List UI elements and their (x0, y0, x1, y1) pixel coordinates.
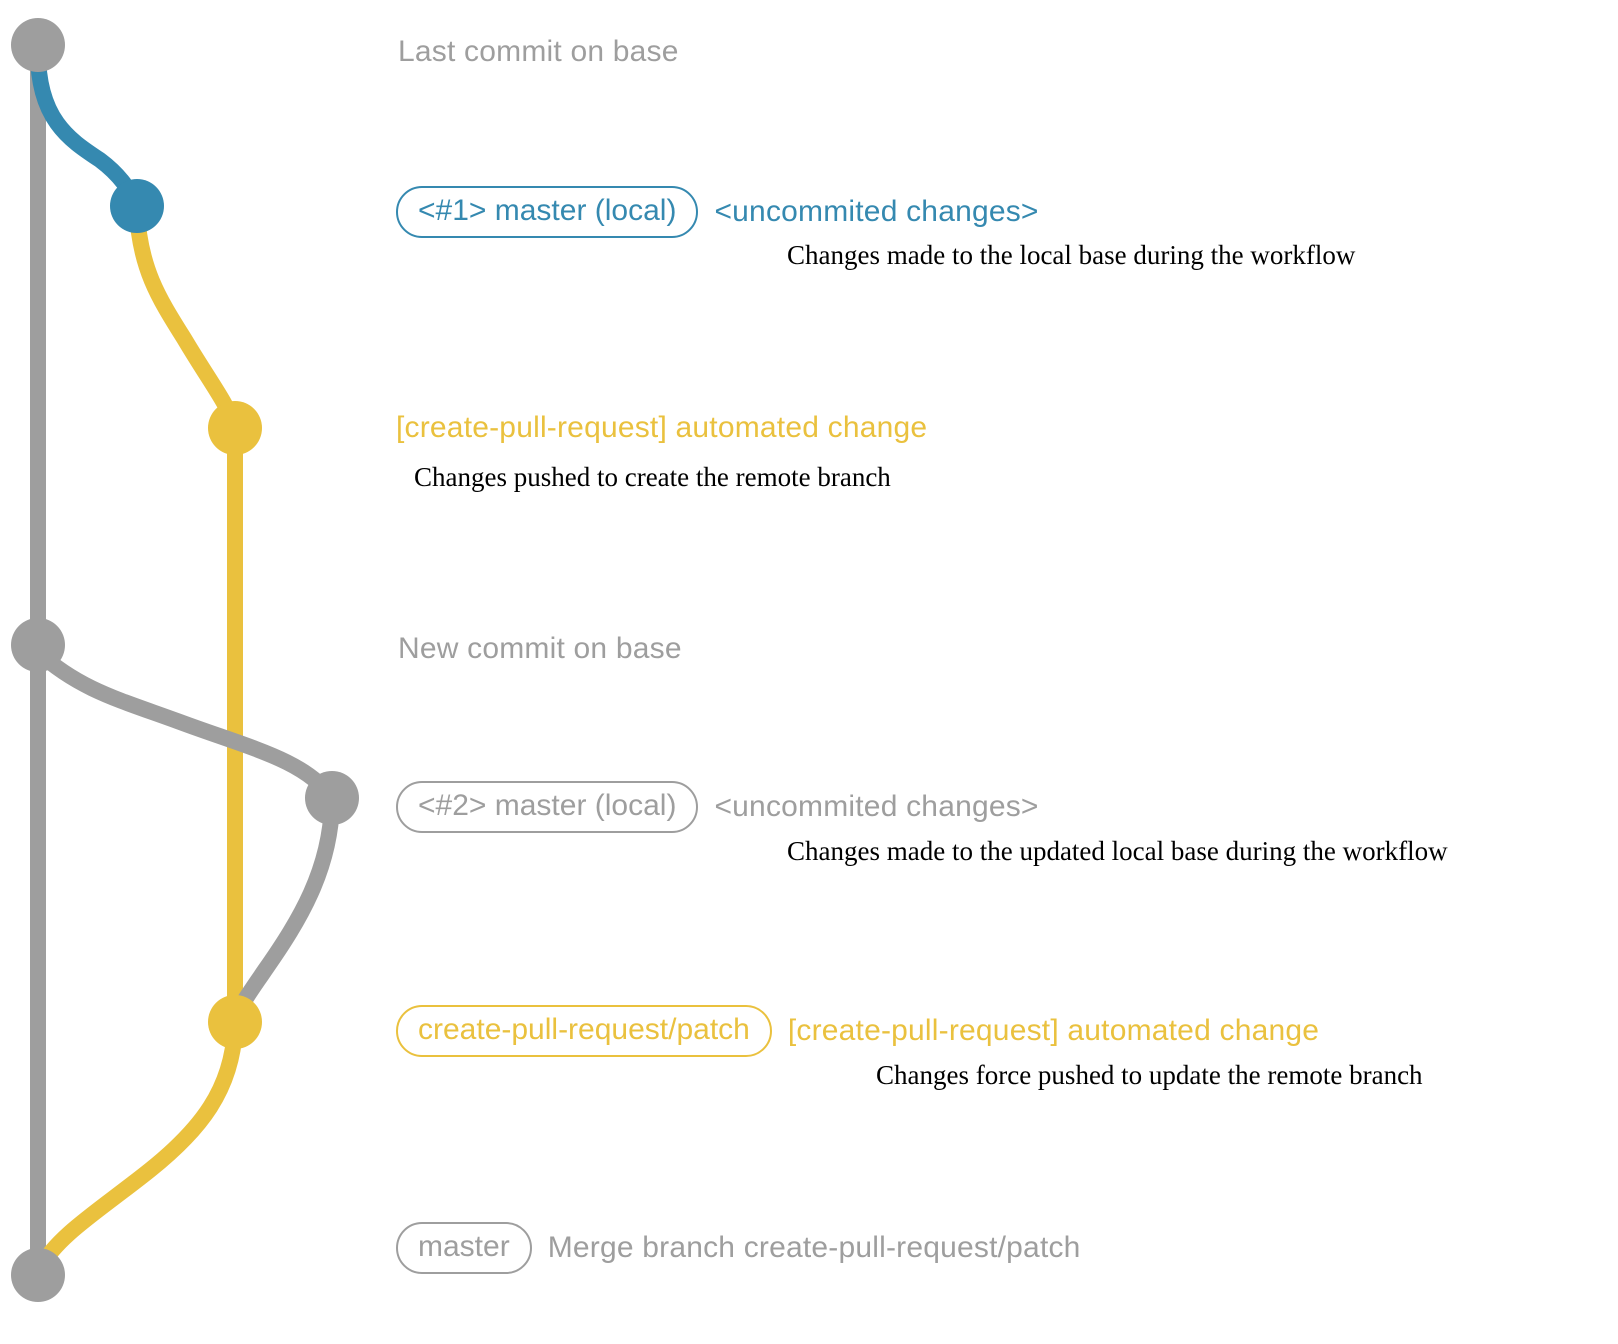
branch-chip-master[interactable]: master (396, 1222, 532, 1274)
row-merge-master: master Merge branch create-pull-request/… (396, 1222, 1081, 1274)
edge-master-local-2-to-automated-2 (227, 796, 340, 1030)
edge-new-commit-to-master-local-2 (30, 644, 340, 806)
row-master-local-2: <#2> master (local) <uncommited changes> (396, 781, 1039, 833)
commit-note-automated-change-1: Changes pushed to create the remote bran… (414, 462, 891, 492)
note-row-automated-change-1: Changes pushed to create the remote bran… (414, 462, 891, 493)
commit-message-automated-change-2: [create-pull-request] automated change (787, 1013, 1320, 1047)
edge-automated-2-to-merge (32, 1020, 243, 1276)
node-last-commit-on-base (11, 18, 65, 72)
edge-master-local-1-to-automated-1 (129, 204, 243, 436)
commit-message-automated-change-1: [create-pull-request] automated change (396, 411, 928, 444)
row-automated-change-1: [create-pull-request] automated change (396, 411, 927, 445)
node-merge-master (11, 1248, 65, 1302)
edge-base-to-master-local-1 (30, 44, 145, 214)
node-automated-change-1 (208, 401, 262, 455)
branch-chip-master-local-2[interactable]: <#2> master (local) (396, 781, 699, 833)
note-row-automated-change-2: Changes force pushed to update the remot… (876, 1060, 1423, 1091)
commit-message-master-local-2: <uncommited changes> (714, 789, 1039, 823)
row-automated-change-2: create-pull-request/patch [create-pull-r… (396, 1005, 1319, 1057)
note-row-master-local-1: Changes made to the local base during th… (787, 240, 1355, 271)
commit-note-master-local-2: Changes made to the updated local base d… (787, 836, 1448, 866)
commit-message-merge-master: Merge branch create-pull-request/patch (547, 1230, 1081, 1264)
node-master-local-2 (305, 771, 359, 825)
node-automated-change-2 (208, 995, 262, 1049)
commit-message-master-local-1: <uncommited changes> (714, 194, 1039, 228)
new-commit-on-base-label: New commit on base (398, 632, 682, 665)
node-new-commit-on-base (11, 618, 65, 672)
git-branch-graph (11, 18, 359, 1302)
note-row-master-local-2: Changes made to the updated local base d… (787, 836, 1448, 867)
commit-note-automated-change-2: Changes force pushed to update the remot… (876, 1060, 1423, 1090)
branch-chip-master-local-1[interactable]: <#1> master (local) (396, 186, 699, 238)
last-commit-on-base-label: Last commit on base (398, 35, 679, 68)
branch-chip-create-pull-request-patch[interactable]: create-pull-request/patch (396, 1005, 772, 1057)
row-last-commit-on-base: Last commit on base (398, 35, 679, 69)
commit-note-master-local-1: Changes made to the local base during th… (787, 240, 1356, 270)
node-master-local-1 (110, 179, 164, 233)
row-new-commit-on-base: New commit on base (398, 632, 682, 666)
row-master-local-1: <#1> master (local) <uncommited changes> (396, 186, 1039, 238)
